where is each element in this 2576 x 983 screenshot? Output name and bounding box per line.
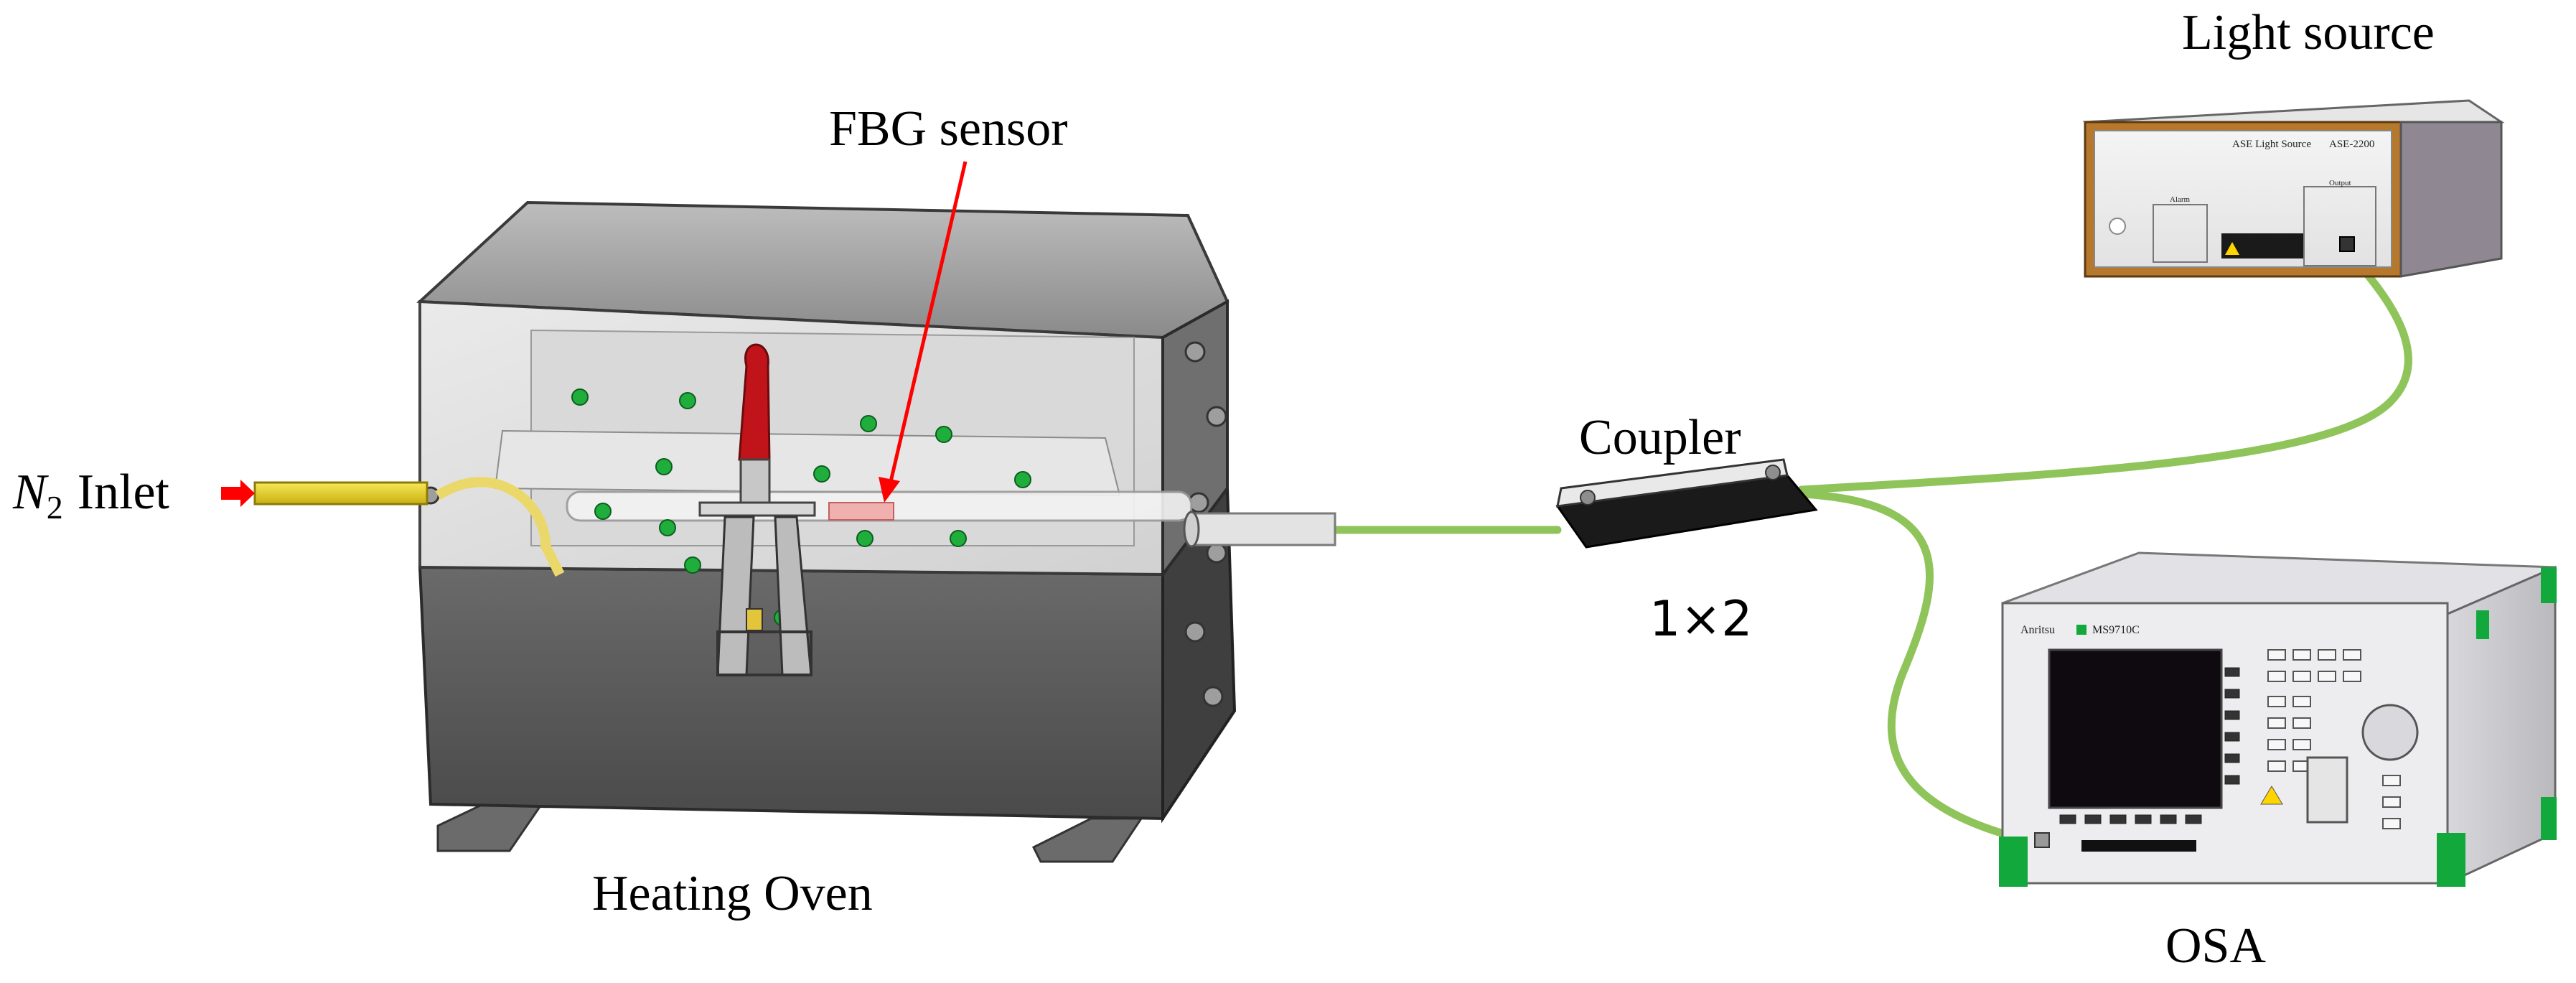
toggle-clamp (698, 343, 816, 676)
alarm-label: Alarm (2170, 195, 2191, 204)
inlet-label: N2 Inlet (12, 465, 170, 526)
osa-model: MS9710C (2092, 624, 2140, 636)
light-source-label: Light source (2182, 5, 2435, 60)
coupler-top (1556, 458, 1789, 508)
osa-drive (2306, 756, 2348, 824)
osa-label: OSA (2165, 918, 2266, 974)
fiber-lines (1331, 263, 2412, 849)
osa-bumpers (1999, 567, 2557, 887)
coupler-ratio-label: 1×2 (1649, 591, 1753, 648)
source-panel-title: ASE Light Source (2232, 139, 2311, 150)
fbg-grating (828, 502, 894, 521)
osa-screen (2048, 648, 2223, 809)
output-label: Output (2329, 179, 2351, 187)
heating-oven (253, 200, 1336, 863)
osa-screen-buttons (2059, 667, 2240, 824)
osa-keypad (2267, 649, 2401, 829)
coupler-label: Coupler (1579, 410, 1741, 465)
osa-slot (2081, 840, 2196, 852)
inlet-tube (253, 481, 428, 506)
oven-foot-right (1031, 817, 1143, 863)
source-side (2399, 121, 2503, 278)
inlet-arrow (221, 480, 255, 507)
inlet-symbol: N (12, 465, 49, 520)
side-bolts (421, 341, 1227, 707)
fiber-coupler-to-source (1797, 263, 2412, 494)
fbg-sensor-label: FBG sensor (829, 101, 1068, 157)
alarm-box (2153, 204, 2208, 263)
osa-knob (2361, 704, 2419, 761)
osa-input-port (2034, 832, 2050, 848)
osa-unit: Anritsu MS9710C (1999, 551, 2557, 887)
power-button (2109, 218, 2126, 235)
osa-brand: Anritsu (2020, 624, 2055, 636)
inner-hose (435, 477, 565, 577)
fbg-pointer-head (879, 477, 900, 503)
fiber-coupler-to-osa (1797, 490, 2050, 849)
inlet-subscript: 2 (47, 489, 63, 526)
output-port (2339, 236, 2355, 252)
inlet-word: Inlet (78, 465, 170, 520)
heating-oven-label: Heating Oven (592, 866, 873, 921)
red-arrows (221, 161, 968, 507)
coupler (1555, 458, 1818, 549)
light-source-unit: ASE Light Source ASE-2200 Alarm Output (2082, 99, 2505, 278)
output-box (2303, 186, 2376, 266)
source-panel-model: ASE-2200 (2329, 139, 2374, 150)
fbg-pointer-line (888, 161, 968, 485)
